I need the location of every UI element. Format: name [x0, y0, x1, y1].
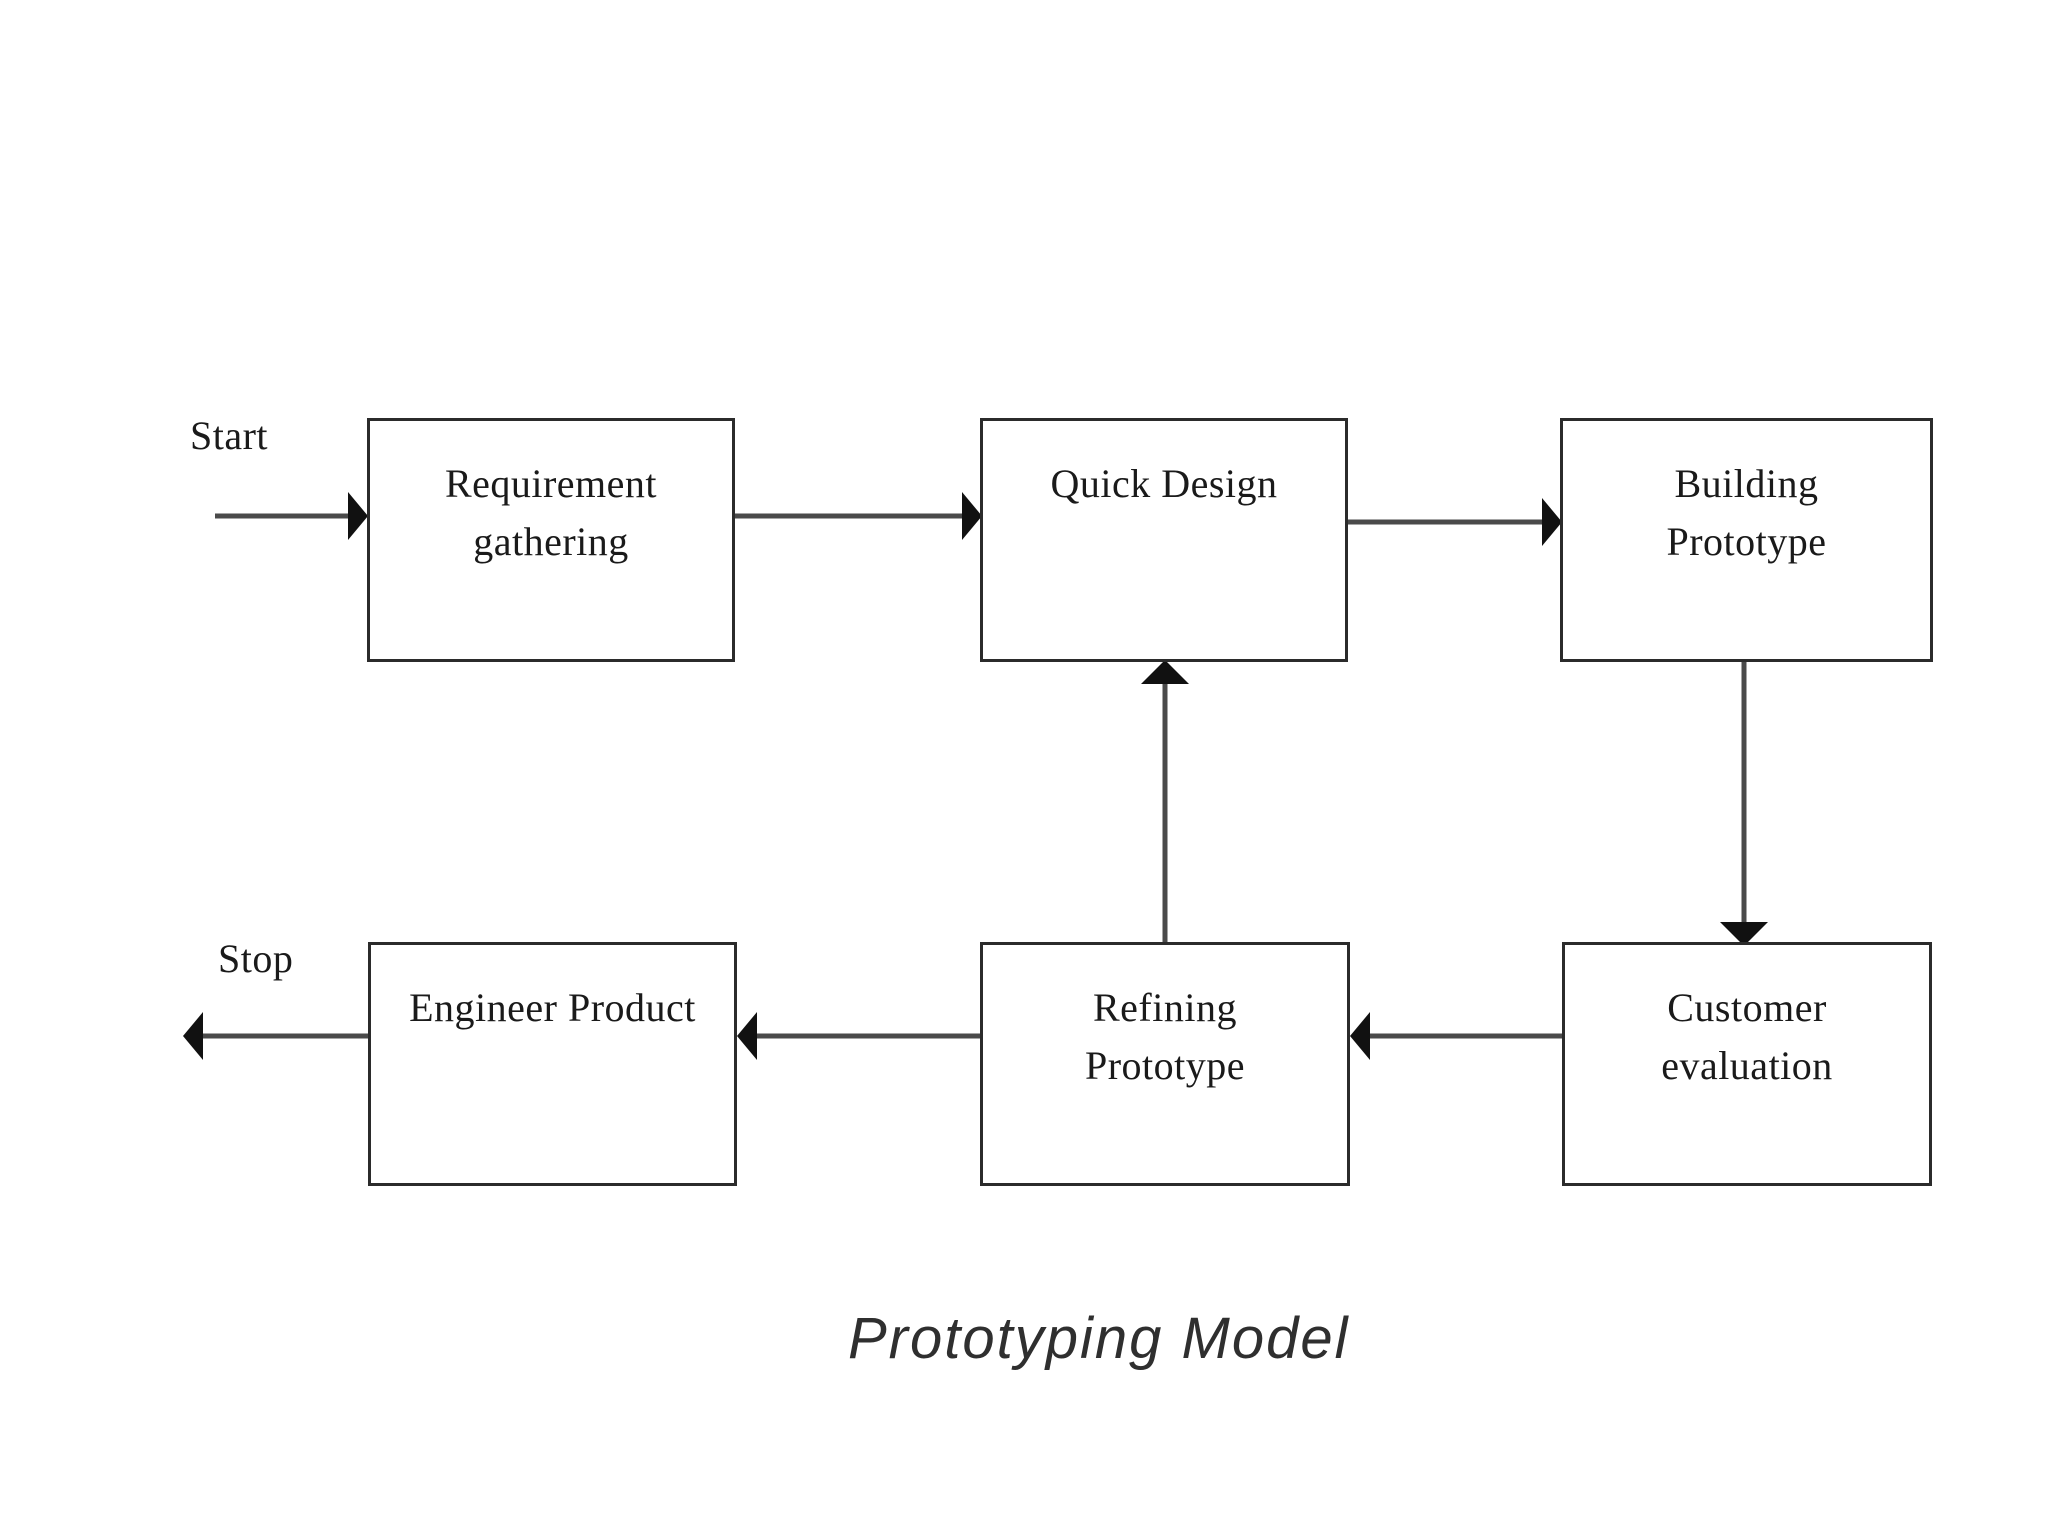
node-label: Engineer Product [371, 945, 734, 1037]
node-label-line-2: Prototype [1084, 1043, 1246, 1088]
node-label-line-1: Engineer Product [409, 985, 696, 1030]
node-label: Quick Design [983, 421, 1345, 513]
node-refining-prototype[interactable]: Refining Prototype [980, 942, 1350, 1186]
node-label-line-2: gathering [473, 519, 629, 564]
node-label: Customer evaluation [1565, 945, 1929, 1095]
node-label-line-2: evaluation [1661, 1043, 1833, 1088]
node-label: Requirement gathering [370, 421, 732, 571]
node-label-line-1: Customer [1667, 985, 1827, 1030]
node-label-line-1: Quick Design [1050, 461, 1278, 506]
diagram-caption: Prototyping Model [848, 1306, 1350, 1371]
node-label: Refining Prototype [983, 945, 1347, 1095]
node-building-prototype[interactable]: Building Prototype [1560, 418, 1933, 662]
stop-label: Stop [218, 936, 294, 981]
node-label-line-1: Refining [1093, 985, 1237, 1030]
edge-customer-evaluation-to-refining-prototype [1350, 1012, 1562, 1060]
start-label: Start [190, 413, 269, 458]
node-engineer-product[interactable]: Engineer Product [368, 942, 737, 1186]
edge-requirement-to-quick-design [735, 492, 982, 540]
node-label-line-1: Building [1674, 461, 1819, 506]
edge-engineer-product-to-stop [183, 1012, 368, 1060]
node-label: Building Prototype [1563, 421, 1930, 571]
edge-quick-design-to-building-prototype [1348, 498, 1562, 546]
edge-refining-prototype-to-engineer-product [737, 1012, 980, 1060]
node-label-line-2: Prototype [1666, 519, 1827, 564]
edge-start-to-requirement [215, 492, 368, 540]
node-quick-design[interactable]: Quick Design [980, 418, 1348, 662]
edge-building-prototype-to-customer-evaluation [1720, 662, 1768, 946]
node-requirement-gathering[interactable]: Requirement gathering [367, 418, 735, 662]
node-label-line-1: Requirement [444, 461, 658, 506]
edge-refining-prototype-to-quick-design [1141, 660, 1189, 942]
node-customer-evaluation[interactable]: Customer evaluation [1562, 942, 1932, 1186]
